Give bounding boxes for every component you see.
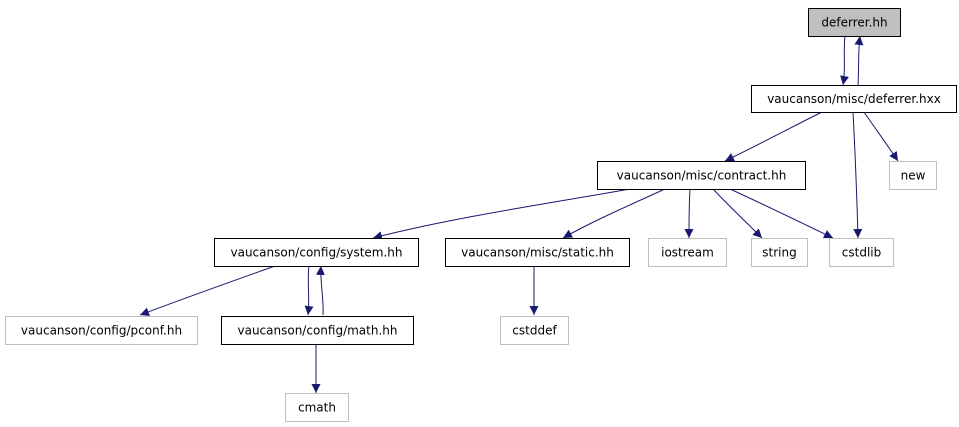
- node-contract-hh[interactable]: vaucanson/misc/contract.hh: [597, 161, 806, 190]
- edge-deferrer-hxx-to-new: [863, 111, 899, 162]
- node-deferrer-hxx[interactable]: vaucanson/misc/deferrer.hxx: [751, 85, 957, 113]
- edge-deferrer-hxx-to-contract: [724, 111, 823, 162]
- node-deferrer-hh[interactable]: deferrer.hh: [808, 8, 901, 37]
- edge-system-to-pconf: [139, 265, 276, 317]
- edge-deferrer-hxx-to-deferrer-hh: [854, 35, 864, 86]
- node-new[interactable]: new: [889, 161, 937, 190]
- edge-contract-to-cstdlib: [729, 188, 834, 239]
- node-label: cstdlib: [842, 246, 881, 260]
- node-label: cstddef: [512, 324, 557, 338]
- edge-deferrer-hxx-to-cstdlib: [852, 111, 863, 239]
- node-label: deferrer.hh: [821, 16, 887, 30]
- node-cmath[interactable]: cmath: [285, 393, 349, 422]
- node-system-hh[interactable]: vaucanson/config/system.hh: [214, 238, 419, 267]
- node-iostream[interactable]: iostream: [648, 238, 727, 267]
- node-label: vaucanson/misc/deferrer.hxx: [767, 92, 941, 106]
- node-label: vaucanson/config/math.hh: [237, 324, 397, 338]
- node-label: new: [901, 169, 926, 183]
- node-math-hh[interactable]: vaucanson/config/math.hh: [221, 316, 414, 345]
- node-string[interactable]: string: [751, 238, 808, 267]
- node-cstddef[interactable]: cstddef: [500, 316, 569, 345]
- edge-contract-to-iostream: [684, 188, 694, 239]
- edge-contract-to-system: [372, 188, 631, 241]
- edge-math-to-system: [315, 265, 325, 316]
- node-label: vaucanson/misc/contract.hh: [617, 169, 787, 183]
- node-label: cmath: [298, 401, 336, 415]
- node-label: iostream: [661, 246, 714, 260]
- node-label: string: [762, 246, 796, 260]
- node-cstdlib[interactable]: cstdlib: [829, 238, 894, 267]
- node-label: vaucanson/config/system.hh: [230, 246, 402, 260]
- edge-contract-to-string: [712, 188, 763, 239]
- node-pconf-hh[interactable]: vaucanson/config/pconf.hh: [5, 316, 198, 345]
- node-label: vaucanson/misc/static.hh: [461, 246, 614, 260]
- node-static-hh[interactable]: vaucanson/misc/static.hh: [445, 238, 630, 267]
- edge-system-to-math: [304, 265, 314, 316]
- edge-deferrer-hh-to-deferrer-hxx: [840, 35, 849, 86]
- node-label: vaucanson/config/pconf.hh: [21, 324, 182, 338]
- edge-contract-to-static: [562, 188, 666, 239]
